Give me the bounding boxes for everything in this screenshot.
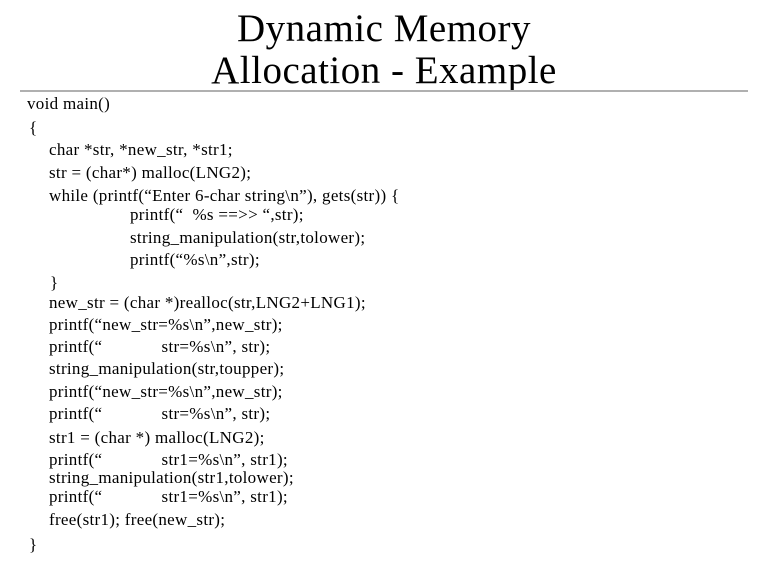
code-line: printf(“ str1=%s\n”, str1); — [49, 450, 288, 469]
code-line: while (printf(“Enter 6-char string\n”), … — [49, 186, 400, 205]
code-line: printf(“ %s ==>> “,str); — [130, 205, 304, 224]
code-line: str1 = (char *) malloc(LNG2); — [49, 428, 265, 447]
code-line: { — [29, 118, 38, 137]
code-line: void main() — [27, 94, 111, 113]
code-line: str = (char*) malloc(LNG2); — [49, 163, 252, 182]
code-line: printf(“new_str=%s\n”,new_str); — [49, 315, 283, 334]
code-line: printf(“%s\n”,str); — [130, 250, 260, 269]
code-line: free(str1); free(new_str); — [49, 510, 226, 529]
code-line: printf(“new_str=%s\n”,new_str); — [49, 382, 283, 401]
slide-title-line-1: Dynamic Memory — [236, 7, 531, 50]
slide-title-line-2: Allocation - Example — [211, 49, 557, 92]
code-line: } — [50, 273, 59, 292]
code-line: printf(“ str=%s\n”, str); — [49, 337, 271, 356]
code-line: string_manipulation(str,tolower); — [130, 228, 366, 247]
code-line: string_manipulation(str,toupper); — [49, 359, 285, 378]
code-line: printf(“ str=%s\n”, str); — [49, 404, 271, 423]
code-line: string_manipulation(str1,tolower); — [49, 468, 294, 487]
code-line: printf(“ str1=%s\n”, str1); — [49, 487, 288, 506]
title-divider — [20, 90, 748, 92]
code-line: new_str = (char *)realloc(str,LNG2+LNG1)… — [49, 293, 366, 312]
code-line: char *str, *new_str, *str1; — [49, 140, 233, 159]
code-line: } — [29, 535, 38, 554]
